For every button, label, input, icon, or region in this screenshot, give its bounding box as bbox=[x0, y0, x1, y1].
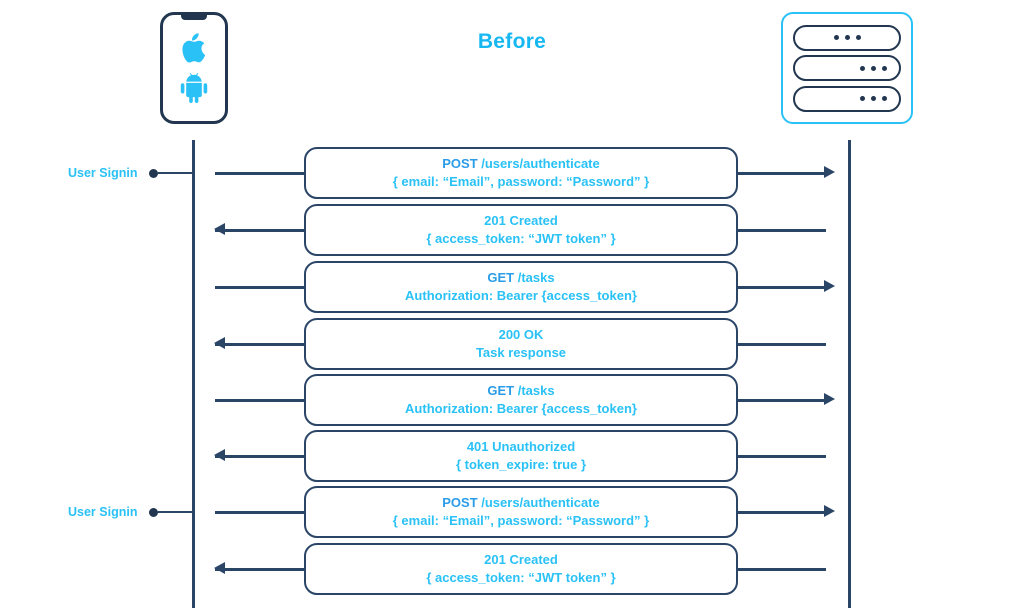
signin-dot-icon bbox=[149, 507, 159, 517]
server-dot-icon bbox=[833, 35, 839, 40]
message-stem-right bbox=[736, 172, 826, 175]
http-verb: GET bbox=[487, 270, 515, 286]
signin-label: User Signin bbox=[68, 505, 138, 519]
message-row: GET /tasks Authorization: Bearer {access… bbox=[0, 261, 1024, 313]
message-line-1: GET /tasks bbox=[487, 270, 554, 286]
server-dot-icon bbox=[882, 65, 887, 71]
message-line-2: Task response bbox=[475, 344, 567, 360]
apple-icon bbox=[181, 33, 207, 63]
page-title: Before bbox=[477, 30, 547, 53]
message-stem-left bbox=[215, 229, 306, 232]
message-line-2: { token_expire: true } bbox=[455, 456, 587, 472]
message-box: POST /users/authenticate { email: “Email… bbox=[304, 147, 738, 199]
server-dot-icon bbox=[882, 96, 887, 101]
arrow-right-icon bbox=[824, 280, 835, 292]
message-stem-left bbox=[215, 511, 306, 514]
http-path: /tasks bbox=[514, 270, 555, 286]
message-stem-left bbox=[215, 399, 306, 402]
server-dot-icon bbox=[871, 65, 876, 71]
message-line-1: 401 Unauthorized bbox=[466, 439, 576, 455]
message-row: POST /users/authenticate { email: “Email… bbox=[0, 486, 1024, 538]
client-lifeline bbox=[192, 140, 195, 608]
server-dot-icon bbox=[860, 96, 865, 101]
http-verb: POST bbox=[442, 495, 478, 511]
arrow-right-icon bbox=[824, 393, 835, 405]
http-path: /tasks bbox=[514, 383, 555, 399]
message-stem-right bbox=[736, 286, 826, 289]
message-stem-left bbox=[215, 172, 306, 175]
server-dot-icon bbox=[844, 35, 850, 40]
server-bay bbox=[793, 24, 901, 51]
phone-screen bbox=[163, 15, 225, 121]
message-row: 401 Unauthorized { token_expire: true } bbox=[0, 430, 1024, 482]
message-line-2: Authorization: Bearer {access_token} bbox=[405, 287, 637, 303]
message-line-2: { email: “Email”, password: “Password” } bbox=[392, 173, 650, 189]
message-stem-right bbox=[736, 568, 826, 571]
signin-label: User Signin bbox=[68, 166, 138, 180]
server-dot-icon bbox=[860, 65, 865, 71]
server-bay bbox=[793, 55, 901, 81]
message-stem-right bbox=[736, 229, 826, 232]
message-row: 201 Created { access_token: “JWT token” … bbox=[0, 204, 1024, 256]
signin-dot-icon bbox=[149, 168, 159, 178]
arrow-right-icon bbox=[824, 166, 835, 178]
message-line-1: POST /users/authenticate bbox=[442, 495, 600, 511]
message-line-1: GET /tasks bbox=[487, 383, 554, 399]
message-stem-left bbox=[215, 568, 306, 571]
message-box: POST /users/authenticate { email: “Email… bbox=[304, 486, 738, 538]
message-box: 201 Created { access_token: “JWT token” … bbox=[304, 543, 738, 595]
server-bay bbox=[793, 85, 901, 112]
signin-marker: User Signin bbox=[68, 163, 196, 183]
message-line-2: Authorization: Bearer {access_token} bbox=[405, 400, 637, 416]
message-row: GET /tasks Authorization: Bearer {access… bbox=[0, 374, 1024, 426]
message-box: 200 OK Task response bbox=[304, 318, 738, 370]
arrow-right-icon bbox=[824, 505, 835, 517]
message-stem-right bbox=[736, 511, 826, 514]
http-verb: GET bbox=[487, 383, 515, 399]
server-dot-icon bbox=[855, 35, 861, 40]
signin-marker: User Signin bbox=[68, 502, 196, 522]
server-dot-icon bbox=[871, 96, 876, 101]
message-line-1: 200 OK bbox=[498, 327, 544, 343]
message-box: GET /tasks Authorization: Bearer {access… bbox=[304, 261, 738, 313]
message-box: GET /tasks Authorization: Bearer {access… bbox=[304, 374, 738, 426]
android-icon bbox=[180, 73, 208, 103]
message-line-2: { access_token: “JWT token” } bbox=[426, 230, 616, 246]
message-stem-right bbox=[736, 343, 826, 346]
http-path: /users/authenticate bbox=[477, 495, 600, 511]
message-line-1: 201 Created bbox=[484, 213, 558, 229]
message-row: POST /users/authenticate { email: “Email… bbox=[0, 147, 1024, 199]
message-row: 201 Created { access_token: “JWT token” … bbox=[0, 543, 1024, 595]
http-path: /users/authenticate bbox=[477, 156, 600, 172]
message-box: 201 Created { access_token: “JWT token” … bbox=[304, 204, 738, 256]
message-stem-right bbox=[736, 399, 826, 402]
phone-notch-icon bbox=[181, 15, 207, 20]
arrow-left-icon bbox=[214, 223, 225, 235]
signin-connector bbox=[158, 510, 196, 514]
message-line-2: { access_token: “JWT token” } bbox=[426, 569, 616, 585]
arrow-left-icon bbox=[214, 449, 225, 461]
message-box: 401 Unauthorized { token_expire: true } bbox=[304, 430, 738, 482]
http-verb: POST bbox=[442, 156, 478, 172]
message-line-1: POST /users/authenticate bbox=[442, 156, 600, 172]
message-stem-left bbox=[215, 455, 306, 458]
message-row: 200 OK Task response bbox=[0, 318, 1024, 370]
arrow-left-icon bbox=[214, 337, 225, 349]
message-stem-left bbox=[215, 343, 306, 346]
message-line-2: { email: “Email”, password: “Password” } bbox=[392, 512, 650, 528]
message-stem-left bbox=[215, 286, 306, 289]
signin-connector bbox=[158, 171, 196, 175]
server-actor bbox=[781, 12, 913, 124]
client-actor-phone bbox=[160, 12, 228, 124]
arrow-left-icon bbox=[214, 562, 225, 574]
message-line-1: 201 Created bbox=[484, 552, 558, 568]
server-lifeline bbox=[848, 140, 851, 608]
message-stem-right bbox=[736, 455, 826, 458]
